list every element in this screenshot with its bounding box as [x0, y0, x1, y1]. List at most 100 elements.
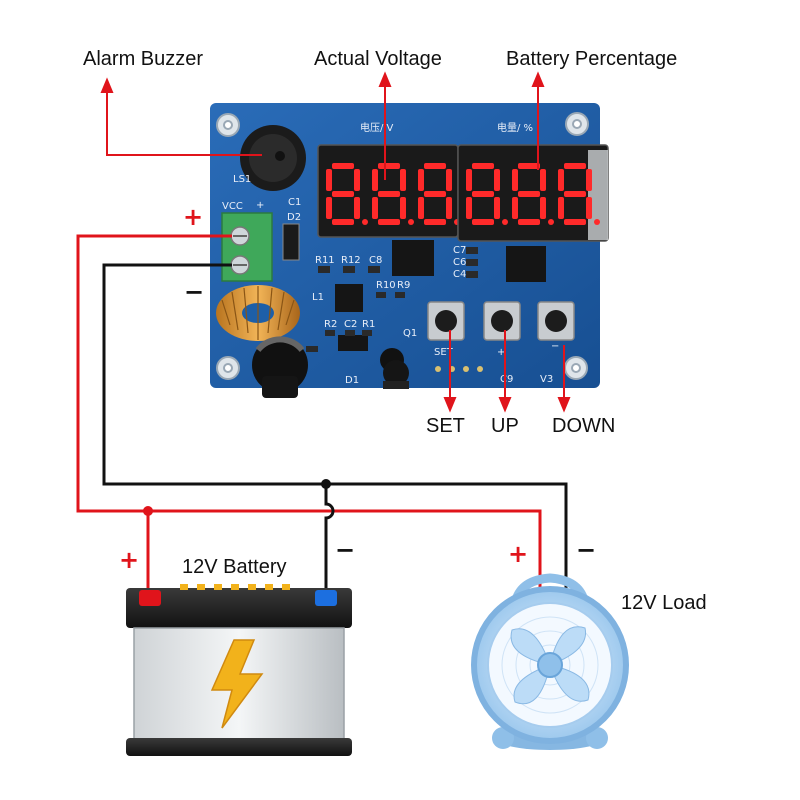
voltage-segment [446, 169, 452, 191]
actual-voltage-label: Actual Voltage [314, 48, 442, 70]
voltage-decimal-point [362, 219, 368, 225]
load-negative-sign: − [576, 536, 597, 564]
voltage-segment [446, 197, 452, 219]
percent-header-silk: 电量/ % [497, 121, 533, 134]
voltage-segment [332, 163, 354, 169]
voltage-segment [378, 191, 400, 197]
percent-segment [564, 219, 586, 225]
percent-segment [518, 163, 540, 169]
battery-label: 12V Battery [182, 556, 287, 578]
c6-silk: C6 [453, 257, 466, 268]
electrolytic-capacitor [252, 336, 308, 398]
voltage-segment [418, 169, 424, 191]
voltage-segment [354, 169, 360, 191]
voltage-segment [332, 219, 354, 225]
percent-segment [466, 169, 472, 191]
positive-wire-battery [76, 234, 232, 596]
board-negative-sign: − [184, 278, 205, 306]
percent-segment [558, 197, 564, 219]
percent-segment [472, 191, 494, 197]
voltage-segment [424, 191, 446, 197]
percent-decimal-point [502, 219, 508, 225]
load-label: 12V Load [621, 592, 707, 614]
percent-segment [540, 197, 546, 219]
smd-components [306, 240, 546, 389]
r10-silk: R10 [376, 280, 396, 291]
voltage-segment [400, 197, 406, 219]
percent-segment [512, 169, 518, 191]
r12-silk: R12 [341, 255, 361, 266]
fan-grille-ring [515, 630, 585, 700]
up-label: UP [491, 415, 519, 437]
load-positive-sign: + [508, 540, 529, 568]
percent-decimal-point [594, 219, 600, 225]
percentage-display [457, 144, 609, 242]
voltage-segment [326, 197, 332, 219]
v3-silk: V3 [540, 374, 553, 385]
voltage-segment [354, 197, 360, 219]
q1-silk: Q1 [403, 328, 417, 339]
percent-segment [586, 197, 592, 219]
down-button[interactable]: − [537, 301, 575, 352]
percent-segment [564, 191, 586, 197]
up-button[interactable]: + [483, 301, 521, 358]
r9-silk: R9 [397, 280, 410, 291]
voltage-display [317, 144, 460, 238]
fan-grille-ring [501, 616, 599, 714]
percent-segment [564, 163, 586, 169]
callouts [100, 71, 571, 413]
percent-decimal-point [548, 219, 554, 225]
up-silk: + [497, 347, 505, 358]
vcc-silk: VCC [222, 201, 243, 212]
mounting-holes [216, 112, 589, 380]
voltage-segment [378, 163, 400, 169]
voltage-segment [332, 191, 354, 197]
negative-wire-board [102, 263, 568, 600]
percent-segment [512, 197, 518, 219]
percent-digit-1 [512, 163, 554, 225]
battery-negative-terminal [315, 590, 337, 606]
l1-silk: L1 [312, 292, 324, 303]
negative-junction [321, 479, 331, 489]
voltage-segment [326, 169, 332, 191]
battery [126, 584, 352, 756]
buzzer-callout-line [106, 88, 262, 156]
voltage-header-silk: 电压/ V [360, 121, 394, 134]
percent-segment [586, 169, 592, 191]
fan-blades [510, 626, 590, 705]
small-capacitor [383, 360, 409, 386]
c2-silk: C2 [344, 319, 357, 330]
down-silk: − [551, 341, 559, 352]
voltage-segment [378, 219, 400, 225]
voltage-segment [400, 169, 406, 191]
board-positive-sign: + [183, 203, 204, 231]
d1-silk: D1 [345, 375, 359, 386]
percent-segment [558, 169, 564, 191]
fan-load [471, 573, 629, 750]
voltage-digit-1 [372, 163, 414, 225]
percent-segment [494, 169, 500, 191]
r1-silk: R1 [362, 319, 375, 330]
positive-junction [143, 506, 153, 516]
voltage-segment [372, 169, 378, 191]
d2-silk: D2 [287, 212, 301, 223]
lightning-bolt-icon [210, 639, 264, 729]
c8-silk: C8 [369, 255, 382, 266]
alarm-buzzer: LS1 [233, 125, 306, 191]
percent-segment [518, 191, 540, 197]
alarm-buzzer-label: Alarm Buzzer [83, 48, 204, 70]
fan-handle [511, 573, 589, 605]
battery-positive-terminal [139, 590, 161, 606]
set-button[interactable]: SET [427, 301, 465, 358]
r2-silk: R2 [324, 319, 337, 330]
vcc-plus-silk: + [256, 200, 264, 211]
set-silk: SET [434, 347, 454, 358]
percent-segment [472, 163, 494, 169]
c7-silk: C7 [453, 245, 466, 256]
percent-digit-0 [466, 163, 508, 225]
r11-silk: R11 [315, 255, 335, 266]
set-label: SET [426, 415, 465, 437]
component-silkscreen: R11 R12 C8 R10 R9 R2 C2 R1 Q1 D1 C7 C6 C… [315, 245, 513, 386]
percent-segment [518, 219, 540, 225]
terminal-block: VCC + [221, 200, 273, 282]
